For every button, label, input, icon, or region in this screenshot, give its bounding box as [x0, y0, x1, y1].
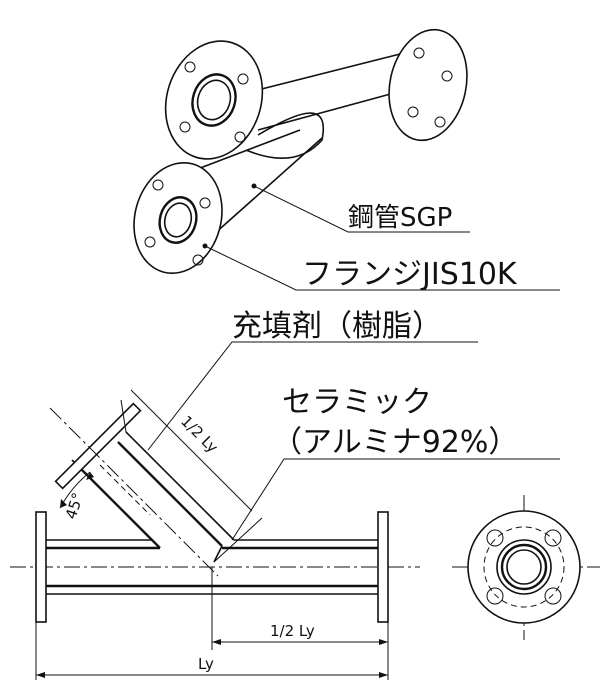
angle-arrow-top	[86, 472, 94, 480]
left-flange	[35, 511, 47, 623]
ceramic-leader	[231, 458, 560, 541]
steel-pipe-leader	[253, 185, 470, 233]
half-length-label: 1/2 Ly	[270, 622, 315, 640]
total-length-label: Ly	[198, 655, 214, 673]
bolt-hole-icon	[544, 529, 562, 547]
branch-dim-label: 1/2 Ly	[177, 412, 221, 456]
isometric-view	[133, 28, 560, 291]
steel-pipe-label: 鋼管SGP	[348, 203, 452, 233]
right-flange	[377, 511, 389, 623]
side-view: 45° 1/2 Ly 1/2 Ly Ly	[10, 341, 560, 680]
iso-branch-joint	[245, 112, 325, 159]
half-arrow-left	[212, 639, 221, 645]
branch-dim-ext-1	[120, 399, 127, 433]
bolt-hole-icon	[544, 587, 562, 605]
front-bore	[506, 549, 542, 585]
bolt-circle	[483, 526, 565, 608]
branch-centerline	[49, 407, 219, 577]
angle-arrow-bottom	[60, 499, 67, 508]
iso-right-flange	[388, 28, 468, 142]
ceramic-label-line1: セラミック	[282, 385, 432, 420]
front-lining	[500, 543, 548, 591]
branch-dim-ext-2	[213, 517, 263, 563]
filler-leader	[147, 341, 478, 451]
filler-label: 充填剤（樹脂）	[232, 309, 442, 344]
flange-leader	[204, 245, 560, 291]
front-view	[452, 495, 600, 640]
iso-main-pipe-top-edge	[245, 51, 409, 94]
branch-lining-left	[81, 469, 161, 549]
total-arrow-right	[379, 672, 388, 678]
branch-outer-right	[125, 431, 235, 541]
bolt-hole-icon	[486, 587, 504, 605]
branch-dim-line	[130, 389, 253, 512]
half-arrow-right	[379, 639, 388, 645]
front-flange	[467, 510, 581, 624]
iso-upper-flange	[164, 40, 264, 160]
iso-lower-flange	[133, 161, 223, 275]
front-pipe-outer	[496, 539, 552, 595]
ceramic-label-line2: （アルミナ92%）	[272, 425, 518, 460]
angle-label: 45°	[62, 490, 87, 521]
total-arrow-left	[36, 672, 45, 678]
branch-hidden-line	[99, 464, 151, 516]
branch-flange	[54, 402, 142, 490]
bolt-hole-icon	[486, 529, 504, 547]
branch-lining-right	[117, 441, 223, 547]
flange-label: フランジJIS10K	[302, 257, 518, 292]
branch-joint	[213, 545, 223, 563]
